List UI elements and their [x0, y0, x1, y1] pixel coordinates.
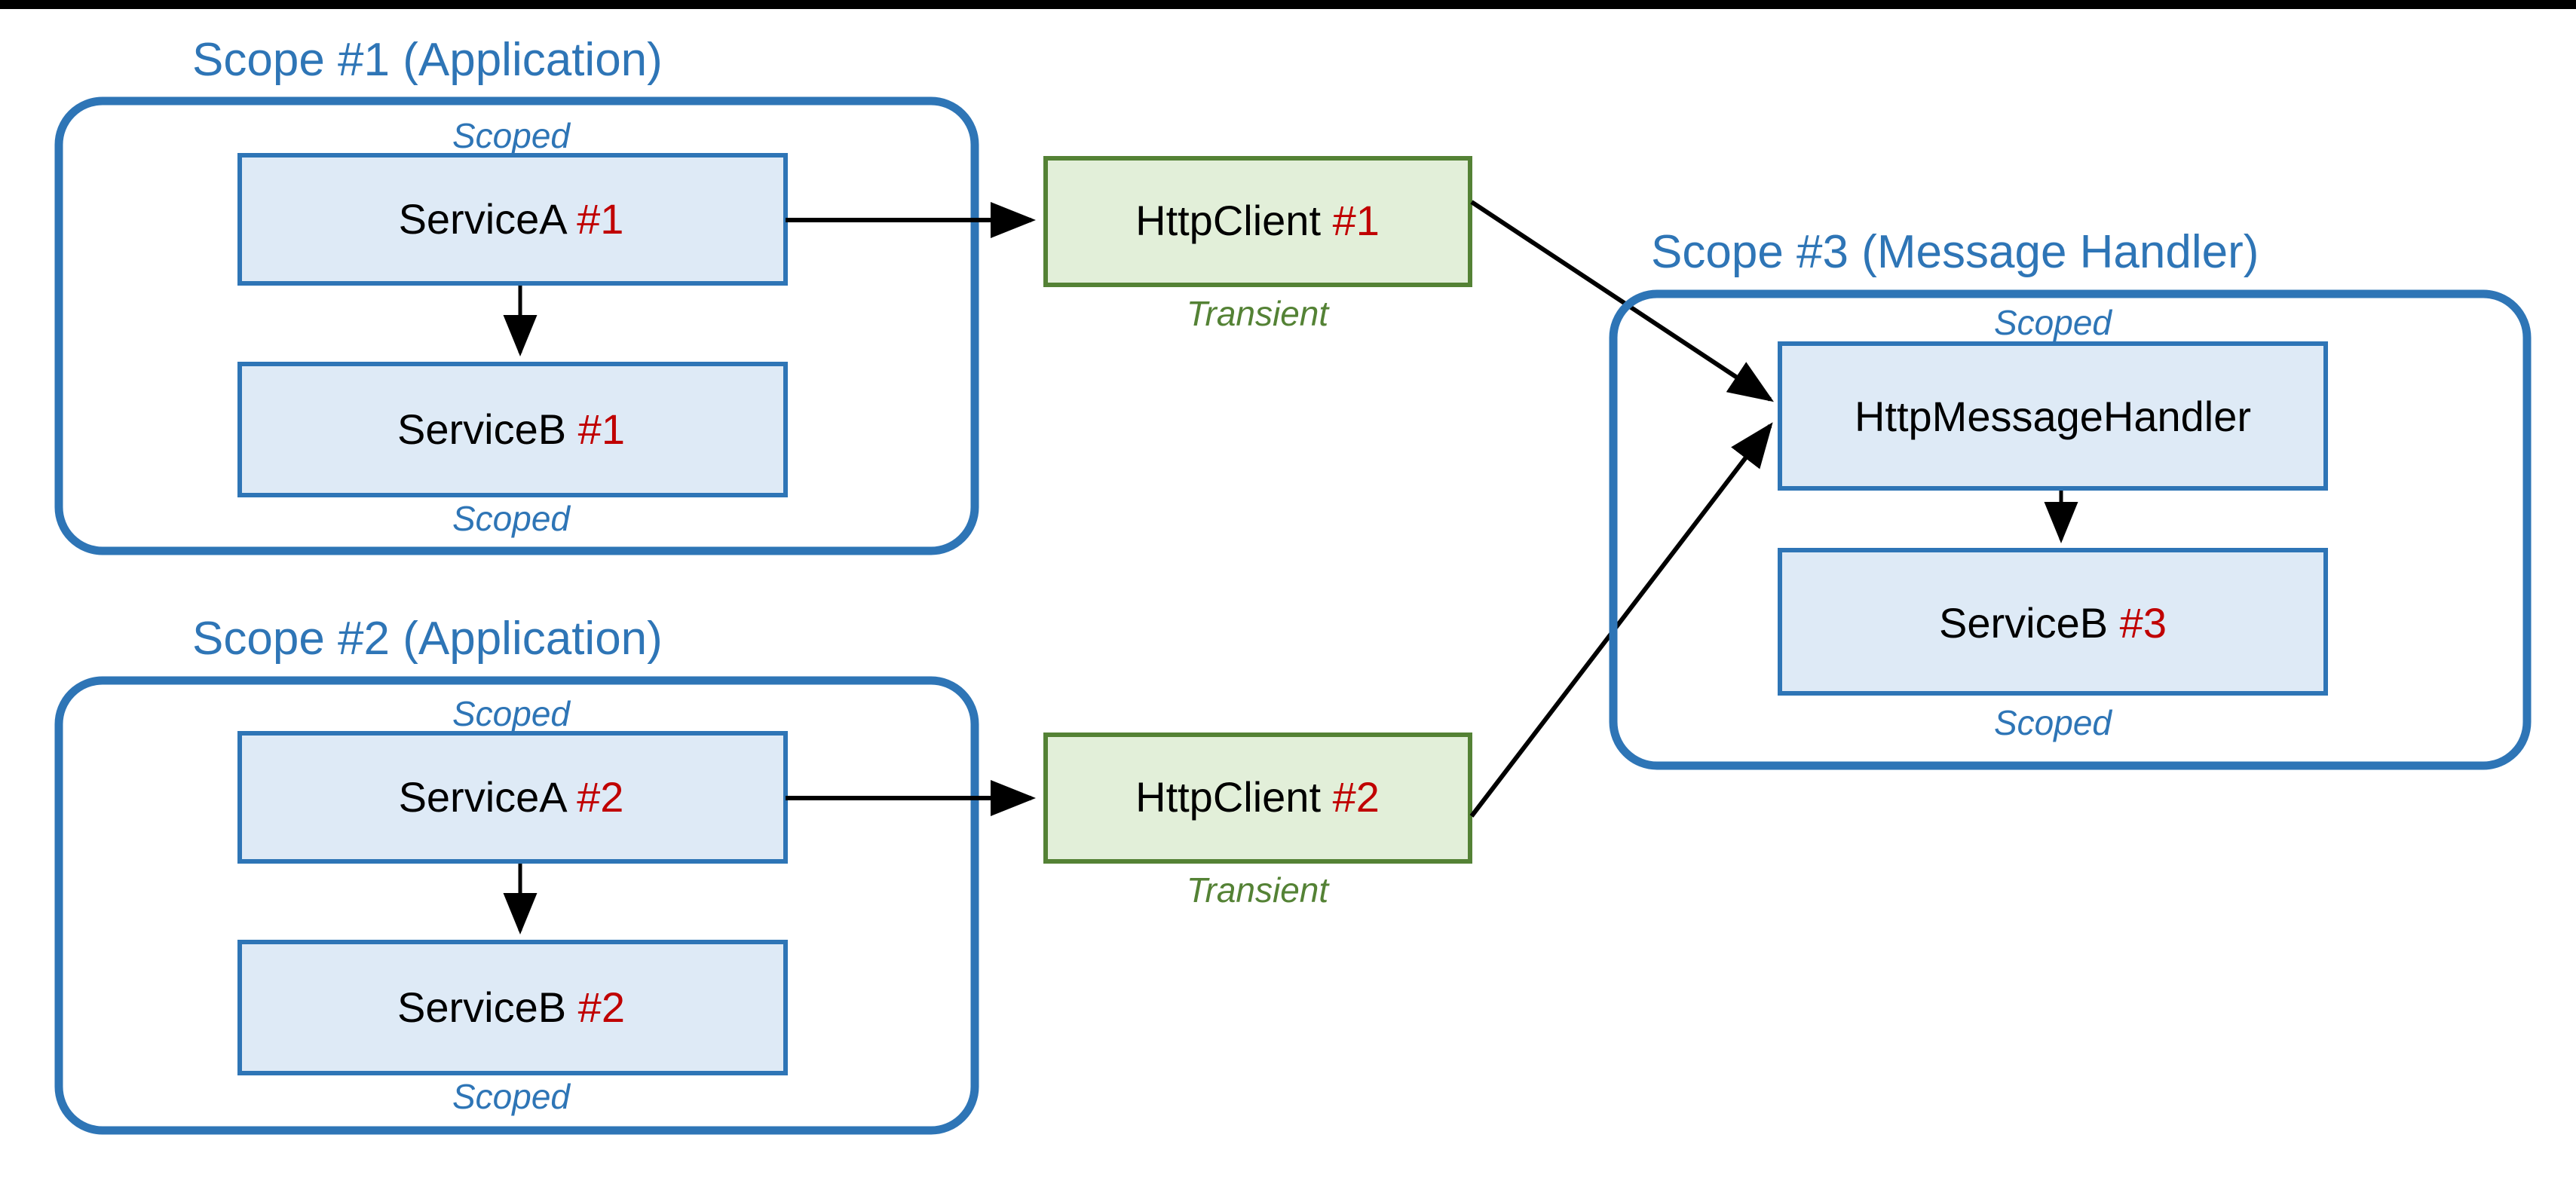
service-box-serviceB2-label: ServiceB #2: [397, 983, 625, 1031]
service-box-serviceB1[interactable]: [237, 362, 788, 497]
httpclient2-instance: #2: [1333, 773, 1380, 821]
httpclient1-instance: #1: [1333, 197, 1380, 244]
scope3-boundary: [1609, 289, 2532, 770]
serviceA1-name: ServiceA: [399, 195, 568, 243]
scope3-title: Scope #3 (Message Handler): [1651, 226, 2259, 278]
service-box-serviceA2[interactable]: [237, 731, 788, 864]
service-box-serviceA1[interactable]: [237, 153, 788, 286]
top-black-bar: [0, 0, 2576, 9]
scope3-top-lifetime-label: Scoped: [1994, 303, 2112, 342]
scope1-top-lifetime-label: Scoped: [452, 116, 571, 155]
arrow-httpclient1-to-handler: [1470, 200, 1775, 402]
scope1-boundary: [54, 96, 979, 555]
scope2-top-lifetime-label: Scoped: [452, 694, 571, 733]
httpclient2-name: HttpClient: [1135, 773, 1321, 821]
serviceA1-instance: #1: [577, 195, 623, 243]
scope2-bottom-lifetime-label: Scoped: [452, 1077, 571, 1116]
scope1-title: Scope #1 (Application): [192, 34, 663, 86]
scope3-bottom-lifetime-label: Scoped: [1994, 703, 2112, 742]
httpclient2-lifetime-label: Transient: [1187, 870, 1331, 910]
service-box-serviceB3[interactable]: [1778, 548, 2328, 696]
service-box-serviceA2-label: ServiceA #2: [399, 773, 624, 821]
client-box-httpclient1-label: HttpClient #1: [1135, 197, 1380, 244]
serviceA2-instance: #2: [577, 773, 623, 821]
arrow-httpclient2-to-handler: [1469, 422, 1773, 818]
httpclient1-name: HttpClient: [1135, 197, 1321, 244]
client-box-httpclient2[interactable]: [1043, 733, 1472, 864]
service-box-serviceB2[interactable]: [237, 940, 788, 1075]
service-box-serviceA1-label: ServiceA #1: [399, 195, 624, 243]
serviceA2-name: ServiceA: [399, 773, 568, 821]
client-box-httpclient2-label: HttpClient #2: [1135, 773, 1380, 821]
httpclient1-lifetime-label: Transient: [1187, 294, 1331, 333]
service-box-httpmessagehandler-label: HttpMessageHandler: [1855, 393, 2251, 440]
scope1-bottom-lifetime-label: Scoped: [452, 499, 571, 538]
client-box-httpclient1[interactable]: [1043, 156, 1472, 287]
serviceB3-name: ServiceB: [1939, 599, 2108, 647]
scope2-title: Scope #2 (Application): [192, 613, 663, 665]
serviceB2-name: ServiceB: [397, 983, 566, 1031]
service-box-httpmessagehandler[interactable]: [1778, 341, 2328, 491]
serviceB2-instance: #2: [578, 983, 625, 1031]
serviceB1-name: ServiceB: [397, 405, 566, 453]
serviceB3-instance: #3: [2120, 599, 2167, 647]
service-box-serviceB1-label: ServiceB #1: [397, 405, 625, 453]
serviceB1-instance: #1: [578, 405, 625, 453]
service-box-serviceB3-label: ServiceB #3: [1939, 599, 2167, 647]
scope2-boundary: [54, 676, 979, 1135]
